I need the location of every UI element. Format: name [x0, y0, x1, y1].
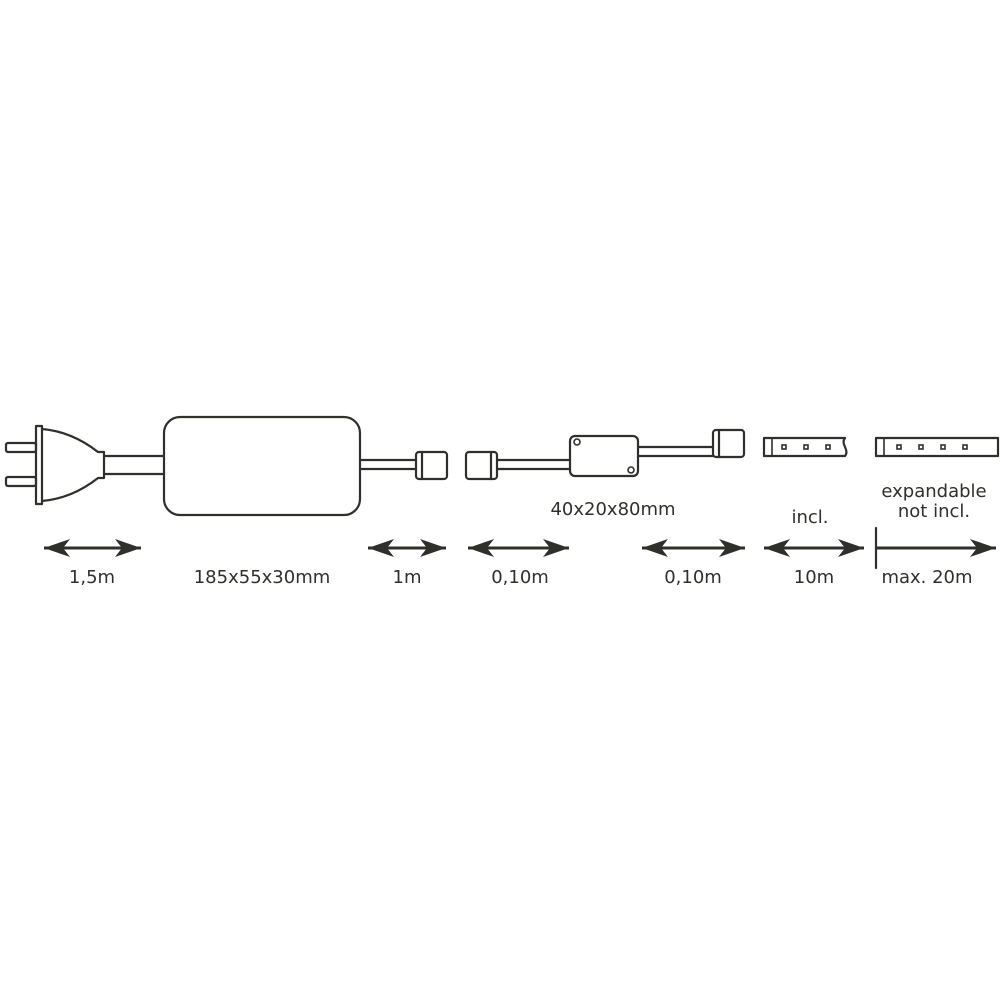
strip-length: 10m: [793, 567, 835, 588]
plug-cable-arrow: [44, 539, 141, 557]
connector-output-icon: [711, 428, 746, 459]
plug-cable: [102, 454, 166, 476]
connector-male-icon: [414, 450, 449, 481]
plug-cable-length: 1,5m: [68, 567, 116, 588]
controller-dimensions: 40x20x80mm: [550, 499, 676, 520]
max-length: max. 20m: [881, 567, 973, 588]
controller-output-cable: [636, 445, 715, 458]
supply-cable: [358, 458, 418, 471]
controller-output-arrow: [642, 539, 745, 557]
led-strip-included: [762, 436, 848, 458]
controller-input-cable-length: 0,10m: [491, 567, 549, 588]
dimension-arrows: [44, 539, 996, 557]
power-supply-unit: [162, 415, 362, 517]
controller-input-arrow: [468, 539, 569, 557]
strip-extension-note-line2: not incl.: [897, 501, 971, 522]
strip-included-note: incl.: [791, 507, 829, 528]
connector-female-icon: [464, 450, 499, 481]
strip-extension-note: expandable not incl.: [881, 482, 986, 522]
supply-cable-arrow: [368, 539, 446, 557]
strip-length-arrow: [764, 539, 864, 557]
controller-input-cable: [495, 458, 572, 471]
led-strip-extension: [874, 436, 1000, 458]
plug-icon: [4, 424, 106, 506]
power-supply-dimensions: 185x55x30mm: [193, 567, 331, 588]
supply-cable-length: 1m: [392, 567, 422, 588]
controller-output-cable-length: 0,10m: [664, 567, 722, 588]
max-length-arrow: [876, 539, 996, 557]
controller-box: [568, 434, 640, 478]
strip-extension-note-line1: expandable: [881, 481, 987, 502]
